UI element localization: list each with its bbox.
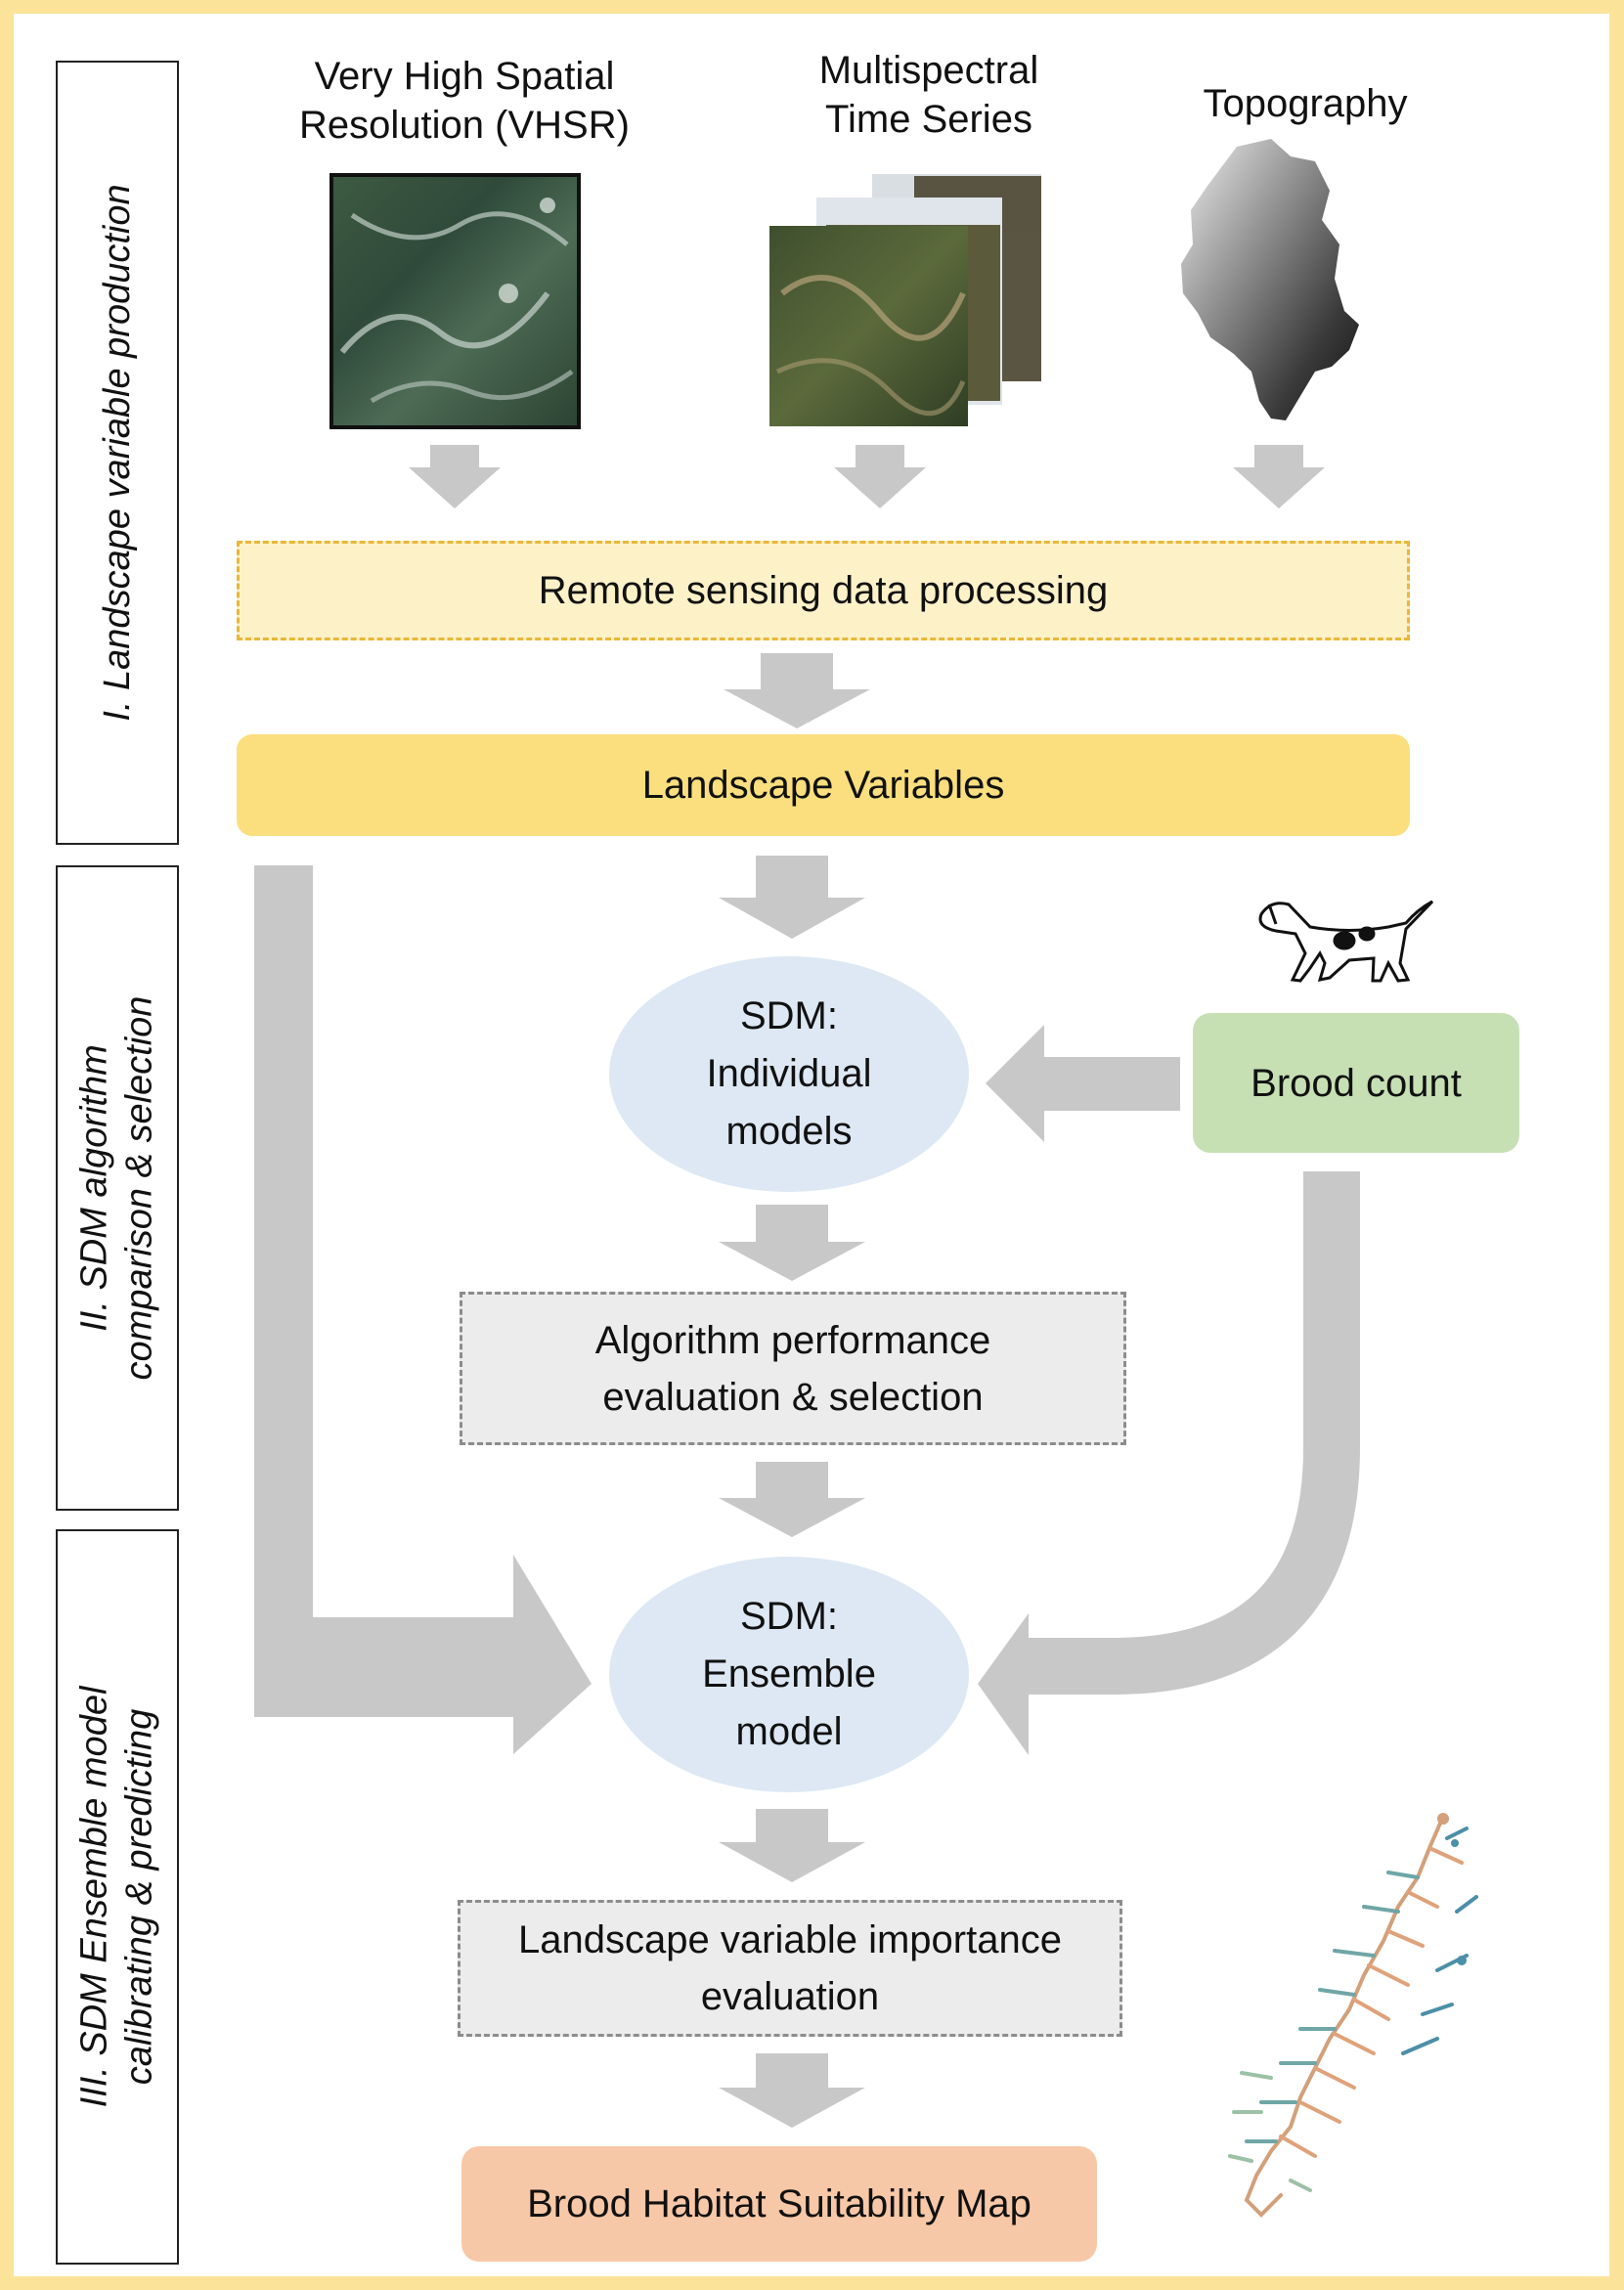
arrow-importance-to-map: [719, 2053, 865, 2128]
arrow-topography-to-processing: [1233, 445, 1325, 508]
brood-count-box: Brood count: [1193, 1013, 1519, 1153]
arrow-ensemble-to-importance: [719, 1809, 865, 1882]
arrow-processing-to-variables: [724, 653, 870, 728]
sdm-ensemble-model: SDM: Ensemble model: [609, 1557, 969, 1792]
arrow-brood-to-individual: [986, 1025, 1180, 1142]
multispectral-label: Multispectral Time Series: [818, 49, 1039, 141]
arrow-brood-to-ensemble-head: [978, 1613, 1029, 1755]
topography-label: Topography: [1203, 82, 1408, 125]
vhsr-label: Very High Spatial Resolution (VHSR): [299, 55, 630, 147]
remote-sensing-processing-box: Remote sensing data processing: [237, 541, 1410, 640]
variable-importance-box: Landscape variable importance evaluation: [458, 1900, 1122, 2037]
section-3-frame: III. SDM Ensemble model calibrating & pr…: [56, 1529, 179, 2265]
landscape-variables-box: Landscape Variables: [237, 734, 1410, 836]
arrow-individual-to-evaluation: [719, 1205, 865, 1281]
arrow-evaluation-to-ensemble: [719, 1462, 865, 1537]
sdm-individual-models: SDM: Individual models: [609, 956, 969, 1192]
suitability-map-box: Brood Habitat Suitability Map: [461, 2146, 1097, 2262]
arrow-vhsr-to-processing: [409, 445, 501, 508]
section-2-frame: II. SDM algorithm comparison & selection: [56, 865, 179, 1511]
section-1-frame: I. Landscape variable production: [56, 61, 179, 845]
arrow-variables-to-ensemble: [254, 865, 592, 1754]
arrow-variables-to-individual: [719, 856, 865, 939]
algorithm-evaluation-box: Algorithm performance evaluation & selec…: [460, 1292, 1126, 1445]
arrow-multispectral-to-processing: [834, 445, 926, 508]
arrow-brood-to-ensemble: [1029, 1171, 1360, 1695]
